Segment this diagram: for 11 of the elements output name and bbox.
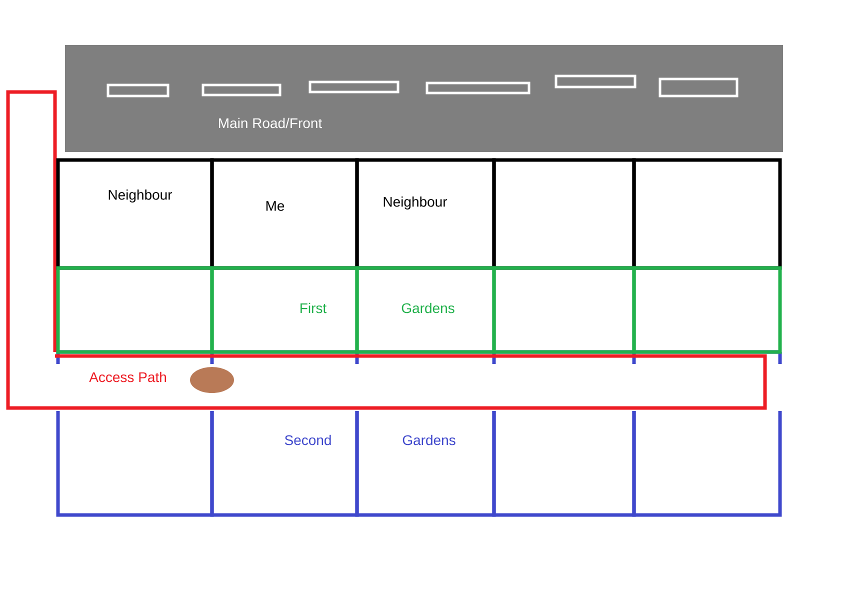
garden-plot: First	[210, 266, 359, 354]
garden-plot	[632, 266, 782, 354]
garden-plot: Gardens	[355, 266, 496, 354]
house-plot: Neighbour	[355, 158, 496, 270]
garden-plot	[632, 411, 782, 517]
access-path: Access Path	[6, 354, 767, 410]
house-plot: Me	[210, 158, 359, 270]
garden-plot: Second	[210, 411, 359, 517]
road-band: Main Road/Front	[65, 45, 783, 152]
garden-plot: Gardens	[355, 411, 496, 517]
house-plot: Neighbour	[56, 158, 214, 270]
